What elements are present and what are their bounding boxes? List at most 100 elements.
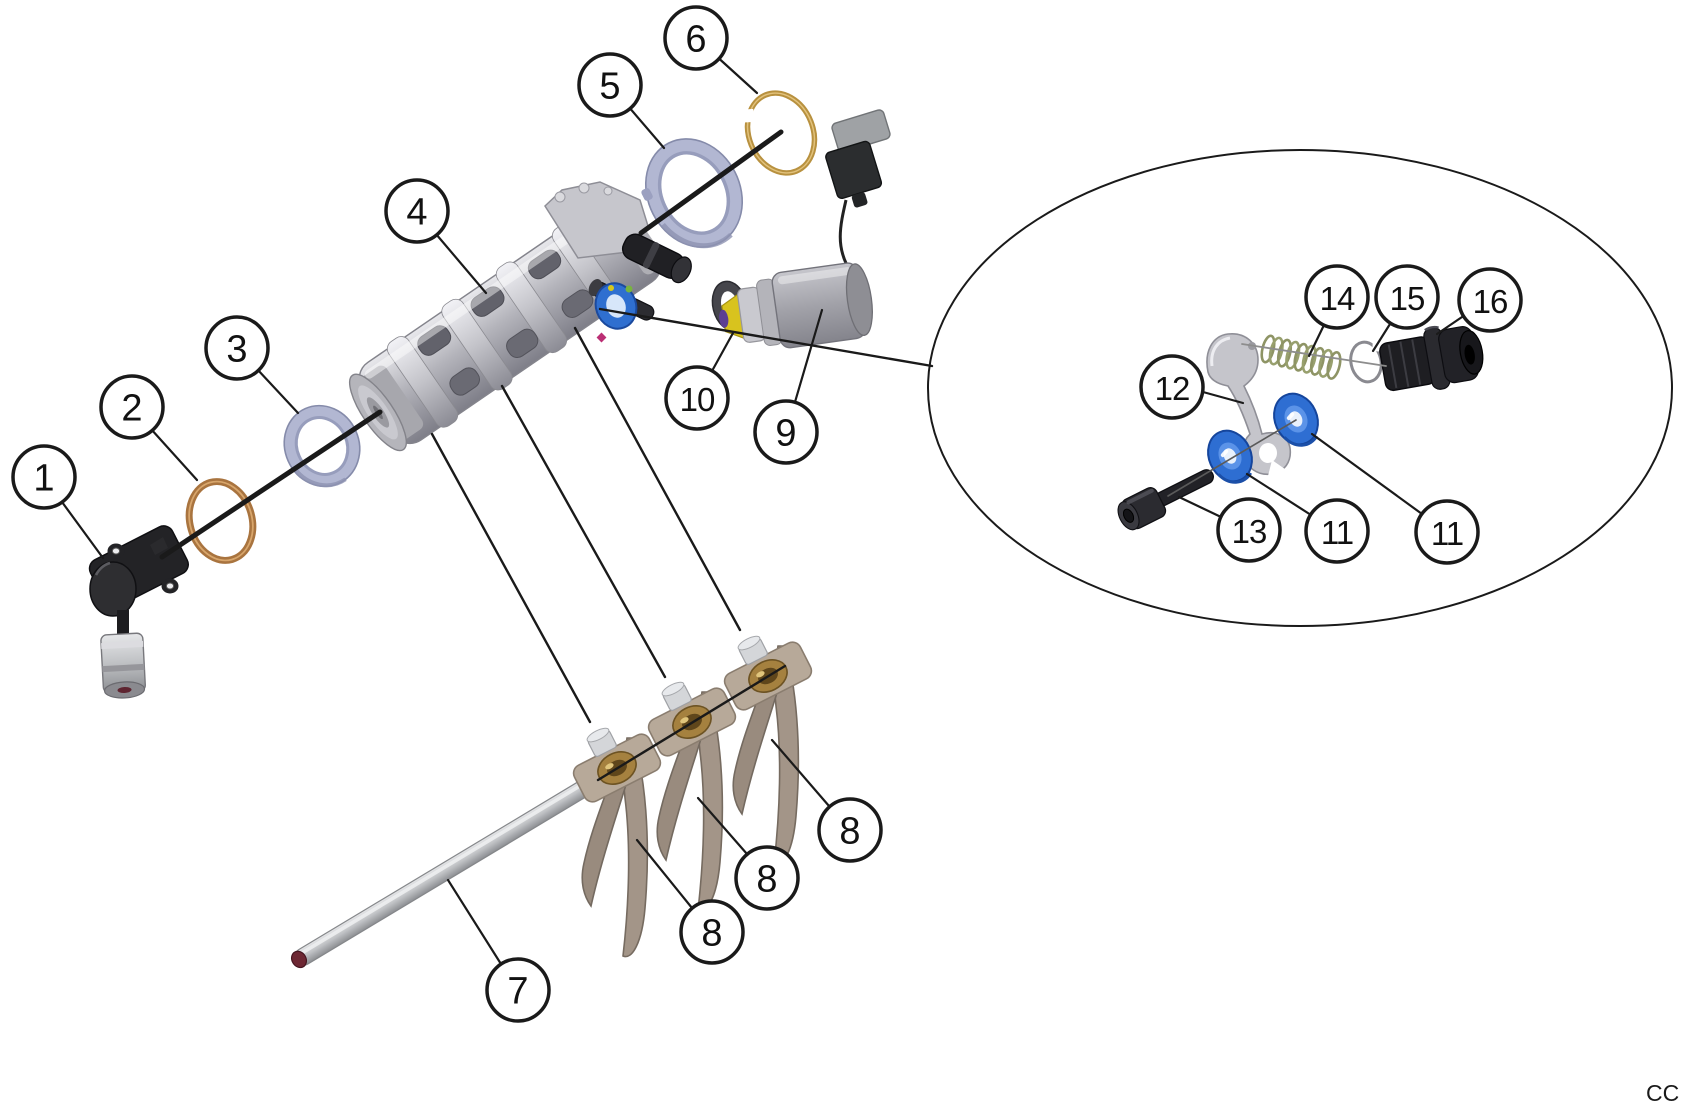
socket-bolt	[1117, 469, 1214, 531]
callout-7: 7	[446, 878, 551, 1023]
callout-number-8c: 8	[839, 811, 860, 853]
inset-ellipse	[927, 149, 1673, 627]
callout-number-13: 13	[1232, 513, 1267, 550]
fork-shaft	[290, 773, 602, 969]
callout-15: 15	[1371, 264, 1440, 353]
callout-leader-1	[60, 500, 105, 560]
callout-6: 6	[663, 5, 759, 95]
callout-circle-5	[577, 52, 643, 118]
callout-leader-12	[1201, 390, 1245, 405]
callout-13: 13	[1177, 495, 1282, 563]
callout-leader-11b	[1310, 432, 1424, 516]
callout-leader-3	[255, 367, 300, 415]
axis-upper	[638, 129, 784, 236]
interlock-in-place	[588, 279, 655, 343]
drum-bracket	[544, 181, 649, 259]
snap-ring	[741, 90, 818, 176]
callout-5: 5	[577, 52, 666, 150]
callout-1: 1	[11, 444, 105, 560]
callout-2: 2	[99, 374, 199, 482]
position-sensor	[88, 525, 189, 699]
inset-spring-axis	[1241, 343, 1387, 367]
callout-16: 16	[1435, 267, 1523, 336]
detent-pin	[621, 233, 692, 284]
callout-circle-3	[204, 315, 270, 381]
callout-circle-6	[663, 5, 729, 71]
annotation-lines	[159, 129, 1387, 782]
callout-circle-8c	[817, 797, 883, 863]
callout-circle-12	[1139, 354, 1205, 420]
callout-leader-16	[1435, 315, 1464, 336]
callout-11b: 11	[1310, 432, 1480, 565]
callout-circle-10	[664, 365, 730, 431]
callout-8b: 8	[696, 796, 800, 911]
interlock-lever	[1206, 333, 1292, 476]
callout-leader-9	[793, 308, 824, 404]
callout-number-12: 12	[1155, 370, 1190, 407]
callout-number-8b: 8	[756, 859, 777, 901]
inset-reference-line	[598, 307, 934, 368]
connector-body	[825, 140, 883, 208]
axis-main	[159, 409, 383, 560]
callout-4: 4	[384, 178, 488, 295]
callout-circle-8a	[679, 899, 745, 965]
callout-number-4: 4	[406, 192, 427, 234]
callout-circle-11b	[1414, 499, 1480, 565]
callout-leader-8c	[770, 738, 831, 808]
callout-3: 3	[204, 315, 300, 415]
callout-leader-7	[446, 878, 503, 966]
callout-number-2: 2	[121, 388, 142, 430]
callout-14: 14	[1304, 264, 1370, 358]
callout-leader-11a	[1245, 472, 1313, 517]
drum-fork-line-2	[500, 384, 667, 679]
callout-number-10: 10	[680, 381, 715, 418]
solenoid-valve	[719, 109, 891, 349]
bearing-ring	[283, 404, 361, 488]
callout-number-5: 5	[599, 66, 620, 108]
callout-11a: 11	[1245, 472, 1370, 564]
callout-circle-14	[1304, 264, 1370, 330]
callout-circle-13	[1216, 497, 1282, 563]
callout-number-8a: 8	[701, 913, 722, 955]
blue-washer-rear	[1273, 392, 1319, 447]
callout-8a: 8	[635, 838, 745, 965]
callout-circle-4	[384, 178, 450, 244]
solenoid-wire	[838, 199, 853, 273]
callout-number-15: 15	[1390, 280, 1425, 317]
callout-circle-11a	[1304, 498, 1370, 564]
drum-fork-line-1	[430, 432, 592, 724]
callout-number-7: 7	[507, 971, 528, 1013]
callout-leader-14	[1307, 323, 1326, 358]
callout-leader-13	[1177, 495, 1223, 519]
callout-leader-10	[710, 331, 735, 373]
callout-circle-16	[1457, 267, 1523, 333]
callout-circle-15	[1374, 264, 1440, 330]
detent-spring	[1260, 334, 1342, 380]
callout-circle-2	[99, 374, 165, 440]
callout-number-6: 6	[685, 19, 706, 61]
detent-plug	[1379, 325, 1484, 392]
callout-leader-6	[712, 52, 759, 95]
callout-leader-8a	[635, 838, 694, 910]
callout-circle-1	[11, 444, 77, 510]
callout-leader-8b	[696, 796, 749, 856]
callout-leader-5	[626, 104, 666, 150]
callout-12: 12	[1139, 354, 1245, 420]
fork-shaft-axis	[596, 664, 787, 782]
callout-number-16: 16	[1473, 283, 1508, 320]
drum-fork-line-3	[573, 326, 742, 632]
callout-number-3: 3	[226, 329, 247, 371]
callout-number-11a: 11	[1321, 514, 1353, 551]
shift-fork-2	[634, 664, 740, 912]
shift-fork-1	[559, 710, 665, 958]
callout-circle-7	[485, 957, 551, 1023]
copper-seal-ring	[185, 478, 257, 564]
callout-circle-8b	[734, 845, 800, 911]
callout-number-9: 9	[775, 413, 796, 455]
callout-leader-4	[434, 232, 488, 295]
shift-fork-3	[710, 618, 816, 866]
callout-number-11b: 11	[1431, 515, 1463, 552]
